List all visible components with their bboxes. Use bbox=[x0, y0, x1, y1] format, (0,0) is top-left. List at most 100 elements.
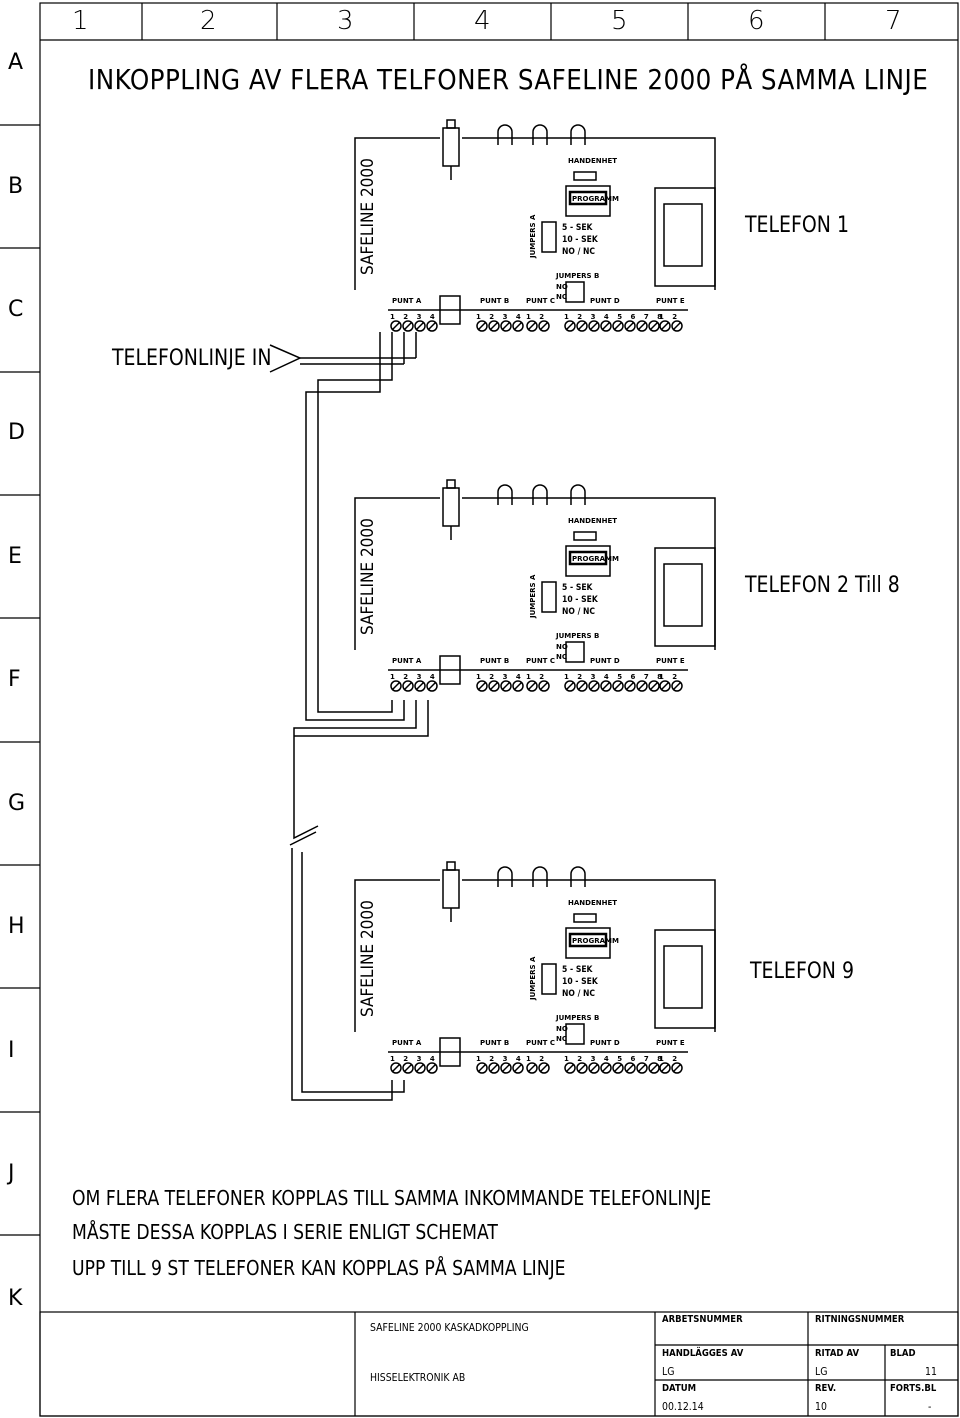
terminal-screw bbox=[512, 1062, 524, 1074]
row-letter: E bbox=[8, 544, 22, 569]
terminal-screw bbox=[671, 680, 683, 692]
terminal-screw bbox=[390, 1062, 402, 1074]
timing-no-nc: NO / NC bbox=[562, 247, 596, 257]
terminal-label: PUNT E bbox=[656, 297, 685, 305]
column-number: 4 bbox=[474, 6, 491, 36]
display-frame bbox=[654, 547, 716, 647]
terminal-screw bbox=[659, 680, 671, 692]
tb-arbetsnummer-label: ARBETSNUMMER bbox=[662, 1314, 743, 1325]
terminal-pins: 1 2 3 4 bbox=[390, 1055, 438, 1063]
note-line: OM FLERA TELEFONER KOPPLAS TILL SAMMA IN… bbox=[72, 1186, 712, 1210]
antenna-connector bbox=[442, 487, 460, 527]
terminal-screw bbox=[488, 680, 500, 692]
led-icon bbox=[497, 124, 513, 145]
terminal-screw bbox=[636, 320, 648, 332]
note-line: MÅSTE DESSA KOPPLAS I SERIE ENLIGT SCHEM… bbox=[72, 1220, 498, 1244]
terminal-screw bbox=[588, 320, 600, 332]
handset-label: HANDENHET bbox=[568, 517, 617, 525]
terminal-screw bbox=[564, 680, 576, 692]
terminal-label: PUNT E bbox=[656, 657, 685, 665]
nc-label: NC bbox=[556, 653, 567, 661]
terminal-label: PUNT D bbox=[590, 297, 620, 305]
column-number: 5 bbox=[611, 6, 628, 36]
display-screen bbox=[663, 563, 703, 627]
terminal-screw bbox=[526, 1062, 538, 1074]
timing-5-sek: 5 - SEK bbox=[562, 223, 593, 233]
jumpers-a-label: JUMPERS A bbox=[529, 956, 537, 1000]
fuse-box bbox=[439, 295, 461, 325]
terminal-screw bbox=[564, 1062, 576, 1074]
row-letter: C bbox=[8, 297, 24, 322]
terminal-pins: 1 2 bbox=[526, 313, 548, 321]
led-icon bbox=[532, 866, 548, 887]
column-number: 6 bbox=[748, 6, 765, 36]
row-letter: I bbox=[8, 1038, 15, 1063]
column-number: 1 bbox=[72, 6, 89, 36]
fuse-box bbox=[439, 1037, 461, 1067]
terminal-pins: 1 2 3 4 bbox=[390, 673, 438, 681]
terminal-screw bbox=[426, 320, 438, 332]
tb-blad-label: BLAD bbox=[890, 1348, 916, 1359]
terminal-screw bbox=[659, 1062, 671, 1074]
terminal-pins: 1 2 3 4 5 6 7 8 bbox=[564, 673, 666, 681]
device-label: SAFELINE 2000 bbox=[358, 900, 378, 1017]
terminal-screw bbox=[671, 320, 683, 332]
no-label: NO bbox=[556, 283, 568, 291]
terminal-pins: 1 2 bbox=[659, 1055, 681, 1063]
row-letter: A bbox=[8, 50, 24, 75]
timing-5-sek: 5 - SEK bbox=[562, 583, 593, 593]
terminal-screw bbox=[402, 320, 414, 332]
terminal-screw bbox=[624, 320, 636, 332]
led-icon bbox=[532, 484, 548, 505]
terminal-label: PUNT D bbox=[590, 657, 620, 665]
nc-label: NC bbox=[556, 1035, 567, 1043]
terminal-pins: 1 2 bbox=[659, 313, 681, 321]
terminal-screw bbox=[600, 320, 612, 332]
terminal-screw bbox=[636, 1062, 648, 1074]
terminal-screw bbox=[390, 680, 402, 692]
terminal-screw bbox=[612, 1062, 624, 1074]
unit-drawing bbox=[354, 119, 716, 332]
terminal-screw bbox=[588, 1062, 600, 1074]
terminal-screw bbox=[488, 1062, 500, 1074]
note-line: UPP TILL 9 ST TELEFONER KAN KOPPLAS PÅ S… bbox=[72, 1256, 566, 1280]
terminal-screw bbox=[600, 1062, 612, 1074]
terminal-screw bbox=[512, 320, 524, 332]
program-label: PROGRAMM bbox=[572, 555, 619, 563]
timing-10-sek: 10 - SEK bbox=[562, 235, 598, 245]
terminal-label: PUNT D bbox=[590, 1039, 620, 1047]
terminal-screw bbox=[512, 680, 524, 692]
antenna-connector bbox=[442, 127, 460, 167]
program-label: PROGRAMM bbox=[572, 195, 619, 203]
terminal-pins: 1 2 3 4 5 6 7 8 bbox=[564, 313, 666, 321]
tb-datum-value: 00.12.14 bbox=[662, 1400, 704, 1413]
terminal-screw bbox=[538, 320, 550, 332]
led-icon bbox=[570, 484, 586, 505]
terminal-pins: 1 2 3 4 5 6 7 8 bbox=[564, 1055, 666, 1063]
tb-company: HISSELEKTRONIK AB bbox=[370, 1371, 466, 1384]
terminal-pins: 1 2 bbox=[659, 673, 681, 681]
jumpers-a-label: JUMPERS A bbox=[529, 574, 537, 618]
terminal-label: PUNT A bbox=[392, 1039, 422, 1047]
terminal-screw bbox=[576, 680, 588, 692]
tb-ritad-label: RITAD AV bbox=[815, 1348, 860, 1359]
terminal-label: PUNT B bbox=[480, 1039, 510, 1047]
terminal-label: PUNT B bbox=[480, 657, 510, 665]
no-label: NO bbox=[556, 1025, 568, 1033]
tb-rev-label: REV. bbox=[815, 1383, 837, 1394]
antenna-connector bbox=[442, 869, 460, 909]
terminal-screw bbox=[588, 680, 600, 692]
tb-handlagges-value: LG bbox=[662, 1365, 675, 1378]
row-letter: B bbox=[8, 174, 24, 199]
terminal-pins: 1 2 3 4 bbox=[476, 673, 524, 681]
tb-ritningsnummer-label: RITNINGSNUMMER bbox=[815, 1314, 905, 1325]
terminal-screw bbox=[500, 680, 512, 692]
tb-handlagges-label: HANDLÄGGES AV bbox=[662, 1348, 744, 1359]
row-letter: D bbox=[8, 420, 25, 445]
jumpers-b-label: JUMPERS B bbox=[556, 1014, 600, 1022]
terminal-screw bbox=[600, 680, 612, 692]
terminal-screw bbox=[538, 680, 550, 692]
jumpers-b-label: JUMPERS B bbox=[556, 272, 600, 280]
terminal-screw bbox=[476, 1062, 488, 1074]
